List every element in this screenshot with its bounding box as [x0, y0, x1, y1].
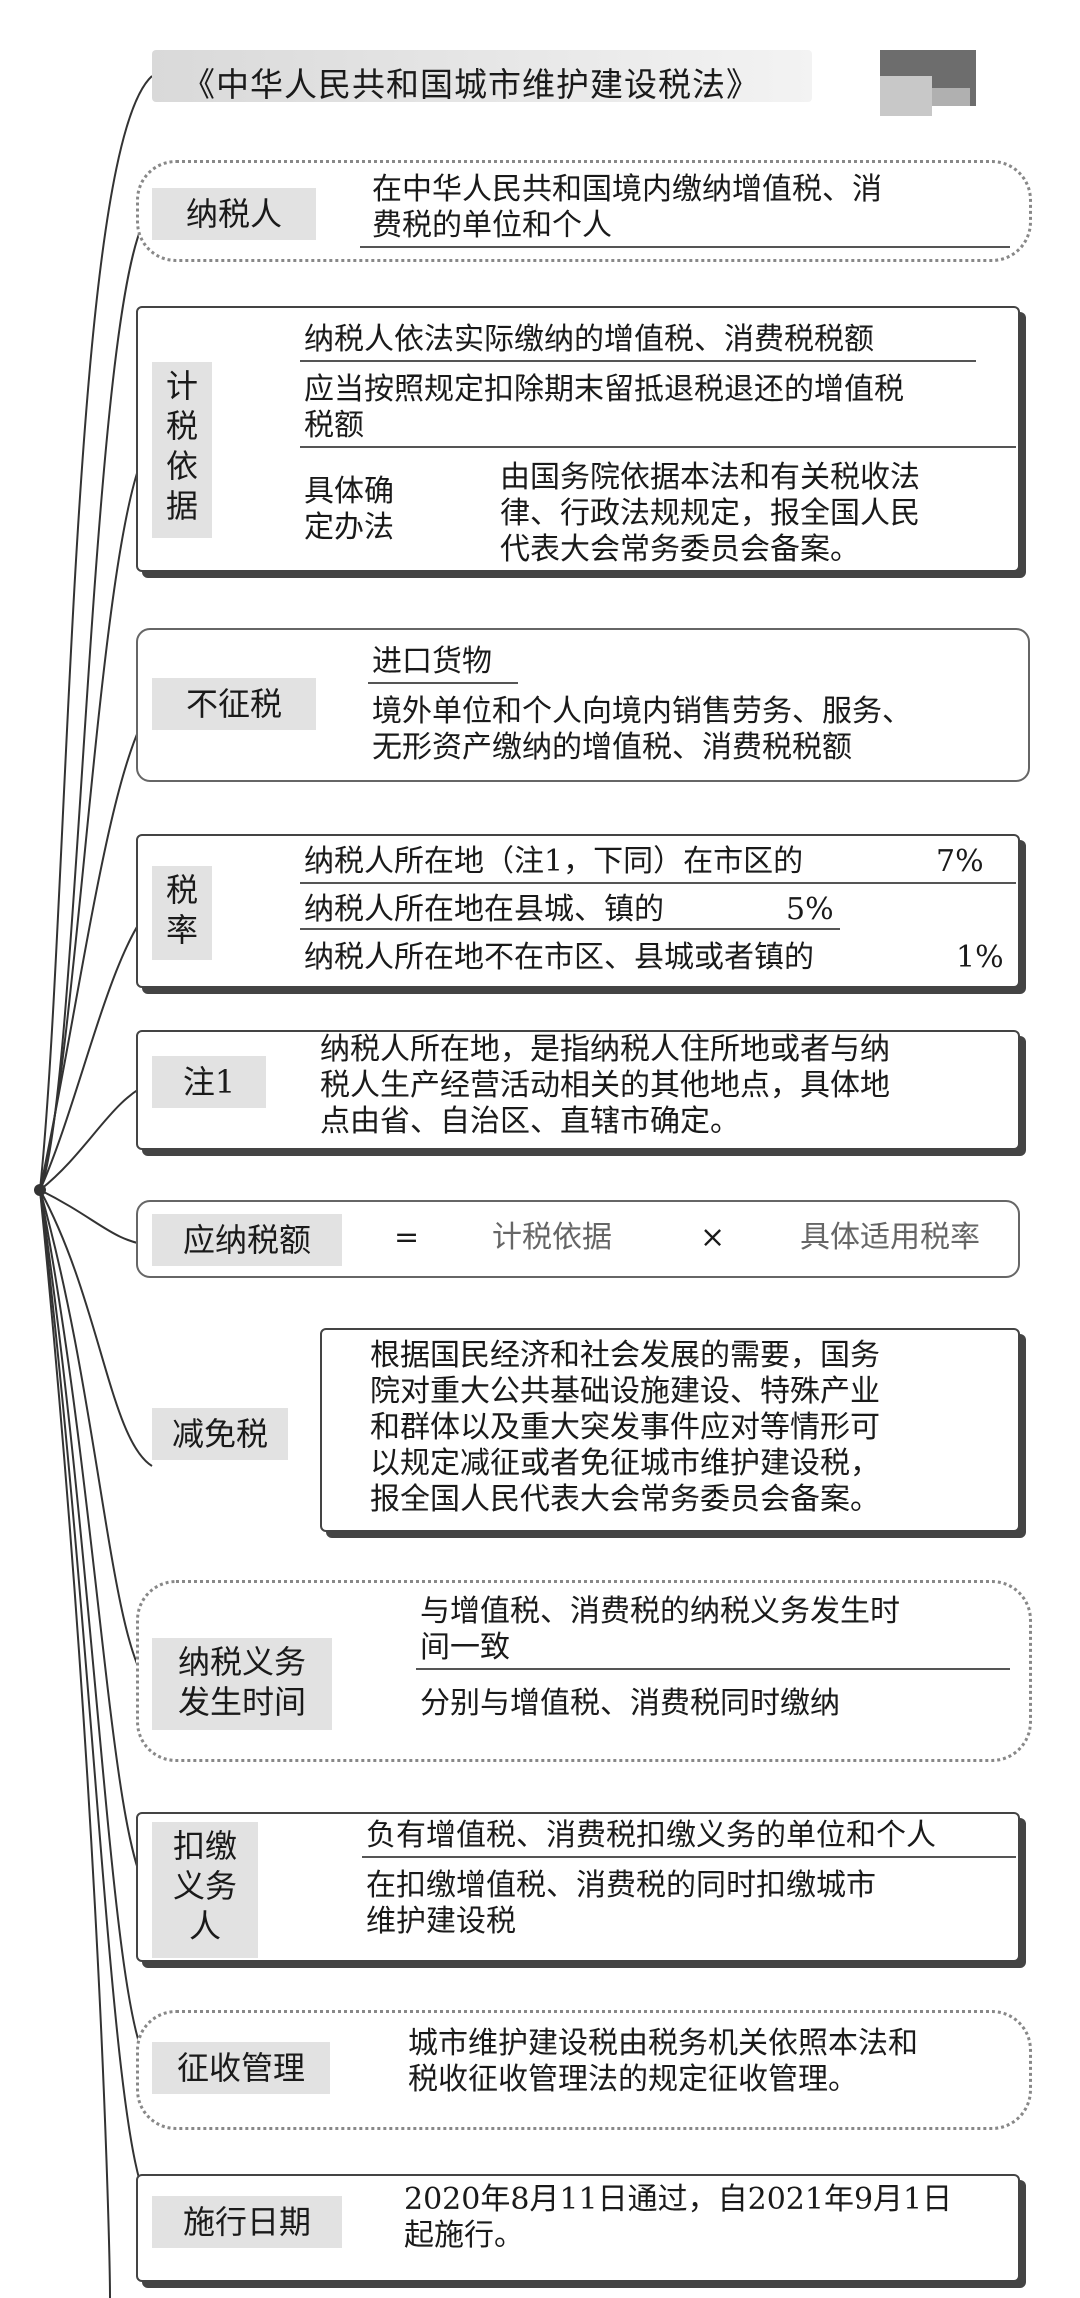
effective-label: 施行日期: [152, 2196, 342, 2248]
tax-basis-method-label-2: 定办法: [304, 510, 394, 545]
page-title: 《中华人民共和国城市维护建设税法》: [182, 65, 760, 104]
tax-rate-row-1-text: 纳税人所在地（注1，下同）在市区的: [304, 844, 804, 879]
tax-rate-label: 税 率: [152, 866, 212, 960]
tax-rate-row-3-text: 纳税人所在地不在市区、县城或者镇的: [304, 940, 814, 975]
tax-basis-item-2-underline: [300, 446, 1016, 448]
tax-basis-method-label-1: 具体确: [304, 474, 394, 509]
administration-label: 征收管理: [152, 2042, 330, 2094]
obligation-time-item-2: 分别与增值税、消费税同时缴纳: [420, 1686, 840, 1721]
tax-rate-row-2-text: 纳税人所在地在县城、镇的: [304, 892, 664, 927]
taxpayer-underline: [360, 246, 1010, 248]
obligation-time-item-1-line-2: 间一致: [420, 1630, 510, 1665]
taxpayer-label: 纳税人: [152, 188, 316, 240]
withholding-item-2-line-2: 维护建设税: [366, 1904, 516, 1939]
withholding-item-2-line-1: 在扣缴增值税、消费税的同时扣缴城市: [366, 1868, 876, 1903]
administration-line-2: 税收征收管理法的规定征收管理。: [408, 2062, 858, 2097]
note1-line-2: 税人生产经营活动相关的其他地点，具体地: [320, 1068, 890, 1103]
tax-basis-method-line-1: 由国务院依据本法和有关税收法: [500, 460, 920, 495]
relief-line-4: 以规定减征或者免征城市维护建设税，: [370, 1446, 880, 1481]
non-levy-item-1: 进口货物: [372, 644, 492, 679]
administration-line-1: 城市维护建设税由税务机关依照本法和: [408, 2026, 918, 2061]
tax-basis-method-line-3: 代表大会常务委员会备案。: [500, 532, 860, 567]
non-levy-label: 不征税: [152, 678, 316, 730]
non-levy-item-2-line-2: 无形资产缴纳的增值税、消费税税额: [372, 730, 852, 765]
title-bar: 《中华人民共和国城市维护建设税法》: [152, 50, 812, 104]
non-levy-item-1-underline: [368, 682, 518, 684]
effective-line-2: 起施行。: [404, 2218, 524, 2253]
withholding-item-1-underline: [362, 1856, 1016, 1858]
relief-line-2: 院对重大公共基础设施建设、特殊产业: [370, 1374, 880, 1409]
tax-rate-box: [136, 834, 1020, 988]
note1-label: 注1: [152, 1056, 266, 1108]
withholding-item-1: 负有增值税、消费税扣缴义务的单位和个人: [366, 1818, 936, 1853]
note1-line-3: 点由省、自治区、直辖市确定。: [320, 1104, 740, 1139]
tax-rate-row-1-rate: 7%: [936, 844, 984, 879]
tax-rate-row-2-underline: [300, 928, 840, 930]
non-levy-item-2-line-1: 境外单位和个人向境内销售劳务、服务、: [372, 694, 912, 729]
obligation-time-label: 纳税义务 发生时间: [152, 1638, 332, 1730]
tax-rate-row-3-rate: 1%: [956, 940, 1004, 975]
tax-basis-method-line-2: 律、行政法规规定，报全国人民: [500, 496, 920, 531]
taxpayer-line-2: 费税的单位和个人: [372, 208, 612, 243]
payable-label: 应纳税额: [152, 1214, 342, 1266]
note1-box: [136, 1030, 1020, 1150]
effective-line-1: 2020年8月11日通过，自2021年9月1日: [404, 2182, 953, 2217]
payable-times: ×: [700, 1220, 726, 1255]
relief-box: [320, 1328, 1020, 1532]
tax-basis-item-2-line-1: 应当按照规定扣除期末留抵退税退还的增值税: [304, 372, 904, 407]
relief-line-3: 和群体以及重大突发事件应对等情形可: [370, 1410, 880, 1445]
decor-square-mid: [932, 88, 970, 106]
payable-rate: 具体适用税率: [800, 1220, 980, 1255]
tax-basis-label: 计 税 依 据: [152, 362, 212, 538]
tax-basis-box: [136, 306, 1020, 572]
tax-basis-item-1-underline: [300, 360, 976, 362]
tax-basis-item-2-line-2: 税额: [304, 408, 364, 443]
note1-line-1: 纳税人所在地，是指纳税人住所地或者与纳: [320, 1032, 890, 1067]
tax-basis-item-1: 纳税人依法实际缴纳的增值税、消费税税额: [304, 322, 874, 357]
withholding-label: 扣缴 义务 人: [152, 1822, 258, 1958]
tax-rate-row-1-underline: [300, 882, 1016, 884]
obligation-time-item-1-underline: [416, 1668, 1010, 1670]
relief-line-1: 根据国民经济和社会发展的需要，国务: [370, 1338, 880, 1373]
relief-line-5: 报全国人民代表大会常务委员会备案。: [370, 1482, 880, 1517]
relief-label: 减免税: [152, 1408, 288, 1460]
withholding-box: [136, 1812, 1020, 1962]
payable-basis: 计税依据: [492, 1220, 612, 1255]
decor-square-light: [880, 76, 932, 116]
tax-rate-row-2-rate: 5%: [786, 892, 834, 927]
taxpayer-line-1: 在中华人民共和国境内缴纳增值税、消: [372, 172, 882, 207]
payable-equals: =: [394, 1220, 420, 1255]
obligation-time-item-1-line-1: 与增值税、消费税的纳税义务发生时: [420, 1594, 900, 1629]
